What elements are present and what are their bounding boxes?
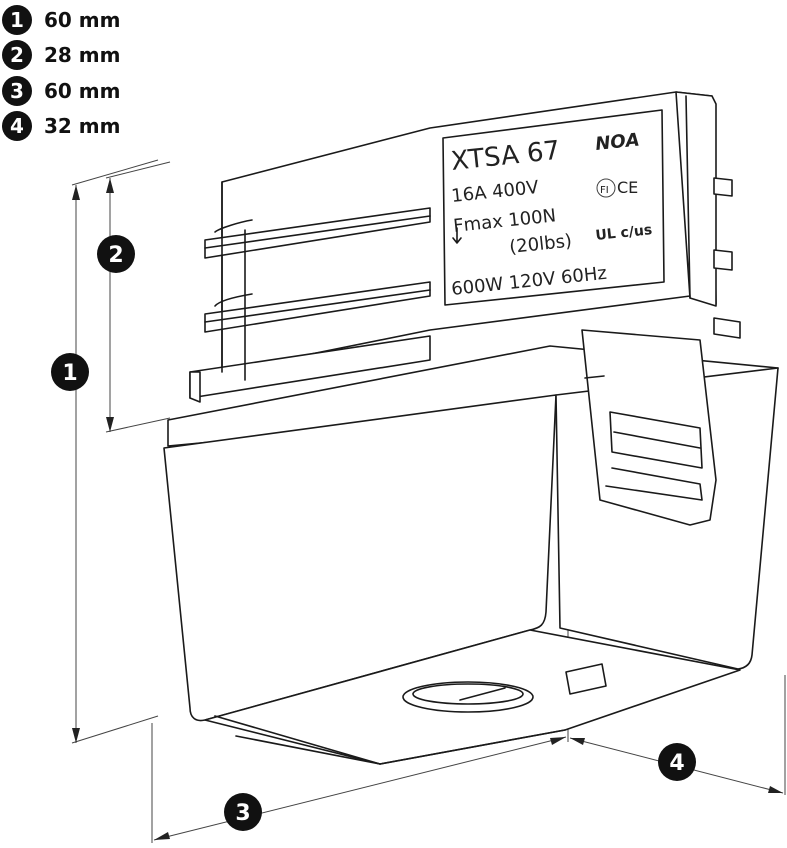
fi-mark-icon	[596, 178, 616, 198]
arrow-down-icon	[452, 227, 462, 244]
legend-item-1: 1 60 mm	[2, 2, 120, 38]
dimension-value-4: 32 mm	[44, 114, 121, 139]
callout-circle-3	[224, 793, 262, 831]
callout-number-4: 4	[669, 751, 684, 776]
dimension-callouts: 1 2 3 4	[51, 235, 696, 831]
label-fi: FI	[600, 185, 609, 196]
legend-item-3: 3 60 mm	[2, 73, 120, 109]
label-ul: UL c/us	[595, 222, 653, 244]
dimension-value-2: 28 mm	[44, 43, 121, 68]
dimension-marker-1: 1	[2, 4, 32, 35]
callout-number-1: 1	[62, 361, 77, 386]
label-brand: NOA	[594, 129, 640, 155]
legend-item-4: 4 32 mm	[2, 109, 120, 145]
callout-number-2: 2	[108, 243, 123, 268]
dimension-legend: 1 60 mm 2 28 mm 3 60 mm 4 32 mm	[2, 2, 120, 144]
label-ce: CE	[617, 178, 638, 197]
dimension-value-1: 60 mm	[44, 7, 121, 32]
callout-circle-4	[658, 743, 696, 781]
dimension-lines	[71, 159, 786, 843]
callout-circle-2	[97, 235, 135, 273]
adapter-housing	[163, 329, 779, 765]
product-label-plate: XTSA 67 NOA 16A 400V FI CE Fmax 100N (20…	[442, 109, 665, 306]
legend-item-2: 2 28 mm	[2, 38, 120, 74]
dimension-marker-4: 4	[2, 111, 32, 142]
callout-circle-1	[51, 353, 89, 391]
dimension-marker-3: 3	[2, 75, 32, 106]
dimension-marker-2: 2	[2, 40, 32, 71]
dimension-value-3: 60 mm	[44, 78, 121, 103]
callout-number-3: 3	[235, 801, 250, 826]
